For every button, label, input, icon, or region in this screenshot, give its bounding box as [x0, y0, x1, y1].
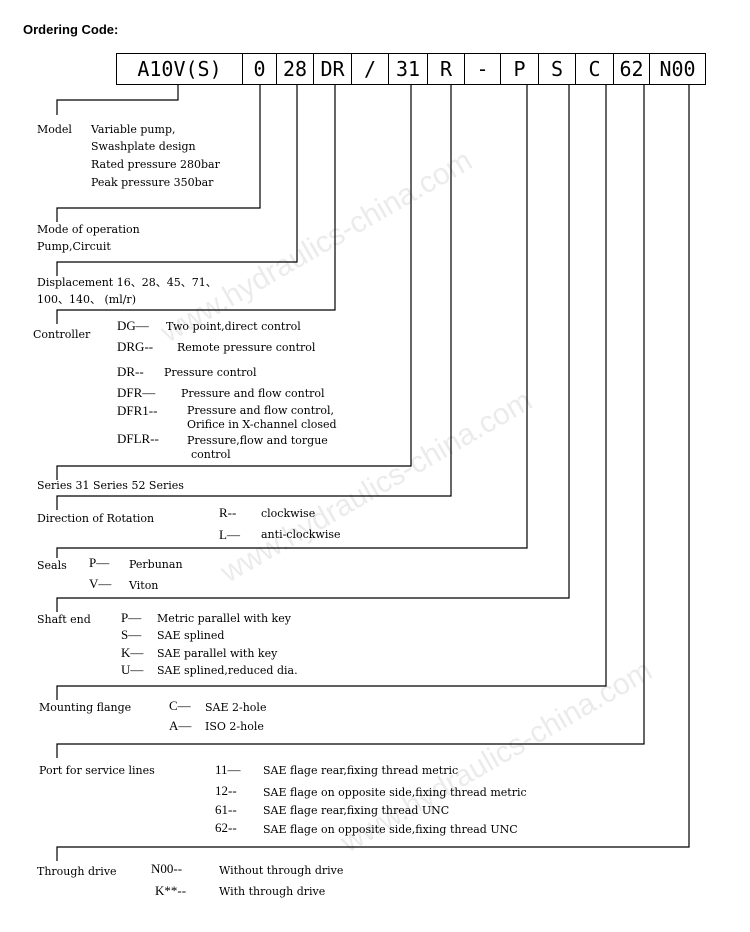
- ports-code-62: 62--: [215, 820, 237, 835]
- connector-seals: [56, 84, 528, 558]
- code-box-controller: DR: [314, 54, 352, 84]
- connector-through: [56, 84, 690, 861]
- controller-text-dg: Two point,direct control: [166, 320, 301, 333]
- code-box-rotation: R: [428, 54, 465, 84]
- seals-code-p: P—: [89, 555, 110, 570]
- through-code-n00: N00--: [151, 861, 183, 876]
- flange-code-a: A—: [169, 718, 192, 733]
- code-box-shaft: S: [539, 54, 576, 84]
- controller-text-dfr1-line2: Orifice in X-channel closed: [187, 418, 337, 431]
- model-line-4: Peak pressure 350bar: [91, 176, 214, 189]
- ports-code-61: 61--: [215, 802, 237, 817]
- controller-code-dg: DG—: [117, 318, 149, 333]
- controller-text-dr: Pressure control: [164, 366, 257, 379]
- mode-line-2: Pump,Circuit: [37, 240, 111, 253]
- controller-code-dr: DR--: [117, 364, 144, 379]
- rotation-text-l: anti-clockwise: [261, 528, 341, 541]
- displacement-line-2: 100、140、 (ml/r): [37, 293, 136, 306]
- shaft-code-p: P—: [121, 610, 142, 625]
- code-box-through-drive: N00: [659, 57, 696, 81]
- rotation-code-l: L—: [219, 527, 240, 542]
- controller-text-dfr: Pressure and flow control: [181, 387, 325, 400]
- displacement-line-1: Displacement 16、28、45、71、: [37, 276, 217, 289]
- code-box-displacement: 28: [277, 54, 314, 84]
- ports-text-61: SAE flage rear,fixing thread UNC: [263, 804, 450, 817]
- shaft-label: Shaft end: [37, 613, 91, 626]
- ports-text-62: SAE flage on opposite side,fixing thread…: [263, 823, 518, 836]
- rotation-label: Direction of Rotation: [37, 512, 155, 525]
- controller-text-dflr-line2: control: [191, 448, 231, 461]
- flange-code-c: C—: [169, 698, 191, 713]
- seals-label: Seals: [37, 559, 67, 572]
- controller-label: Controller: [33, 328, 91, 341]
- connector-mode: [56, 84, 261, 222]
- code-box-series-number: 31: [389, 54, 428, 84]
- connector-controller: [56, 84, 336, 324]
- controller-text-dfr1: Pressure and flow control,: [187, 404, 335, 417]
- ordering-code-row: A10V(S) 0 28 DR / 31 R - P S C 62 N00: [116, 53, 706, 85]
- flange-text-a: ISO 2-hole: [205, 720, 264, 733]
- model-line-1: Variable pump,: [91, 123, 176, 136]
- shaft-text-p: Metric parallel with key: [157, 612, 291, 625]
- through-code-k: K**--: [155, 883, 187, 898]
- connector-displacement: [56, 84, 298, 276]
- shaft-code-s: S—: [121, 627, 142, 642]
- connector-model: [56, 84, 179, 115]
- code-box-mode: 0: [243, 54, 277, 84]
- controller-code-dfr: DFR—: [117, 385, 156, 400]
- shaft-code-k: K—: [121, 645, 144, 660]
- seals-text-v: Viton: [129, 579, 159, 592]
- page-title: Ordering Code:: [23, 22, 119, 37]
- ports-code-12: 12--: [215, 783, 237, 798]
- shaft-text-u: SAE splined,reduced dia.: [157, 664, 298, 677]
- shaft-text-k: SAE parallel with key: [157, 647, 278, 660]
- controller-code-dflr: DFLR--: [117, 431, 159, 446]
- code-box-ports: 62: [614, 54, 650, 84]
- connector-shaft: [56, 84, 570, 612]
- code-box-slash: /: [352, 54, 389, 84]
- ports-text-12: SAE flage on opposite side,fixing thread…: [263, 786, 527, 799]
- connector-rotation: [56, 84, 452, 510]
- code-box-seals: P: [501, 54, 539, 84]
- flange-text-c: SAE 2-hole: [205, 701, 267, 714]
- model-line-3: Rated pressure 280bar: [91, 158, 220, 171]
- ports-text-11: SAE flage rear,fixing thread metric: [263, 764, 459, 777]
- connector-series: [56, 84, 412, 480]
- through-label: Through drive: [37, 865, 117, 878]
- mode-line-1: Mode of operation: [37, 223, 140, 236]
- controller-code-drg: DRG--: [117, 339, 154, 354]
- code-box-flange: C: [576, 54, 614, 84]
- connector-flange: [56, 84, 607, 700]
- connector-ports: [56, 84, 645, 758]
- controller-code-dfr1: DFR1--: [117, 403, 158, 418]
- controller-text-dflr: Pressure,flow and torgue: [187, 434, 328, 447]
- ports-code-11: 11—: [215, 762, 241, 777]
- through-text-k: With through drive: [219, 885, 326, 898]
- model-line-2: Swashplate design: [91, 140, 196, 153]
- code-box-series: A10V(S): [117, 54, 243, 84]
- seals-text-p: Perbunan: [129, 558, 183, 571]
- model-label: Model: [37, 123, 72, 136]
- shaft-text-s: SAE splined: [157, 629, 225, 642]
- through-text-n00: Without through drive: [219, 864, 344, 877]
- controller-text-drg: Remote pressure control: [177, 341, 316, 354]
- flange-label: Mounting flange: [39, 701, 132, 714]
- code-box-dash: -: [465, 54, 501, 84]
- series-text: Series 31 Series 52 Series: [37, 479, 184, 492]
- rotation-text-r: clockwise: [261, 507, 316, 520]
- rotation-code-r: R--: [219, 505, 237, 520]
- shaft-code-u: U—: [121, 662, 144, 677]
- seals-code-v: V—: [89, 576, 112, 591]
- ports-label: Port for service lines: [39, 764, 155, 777]
